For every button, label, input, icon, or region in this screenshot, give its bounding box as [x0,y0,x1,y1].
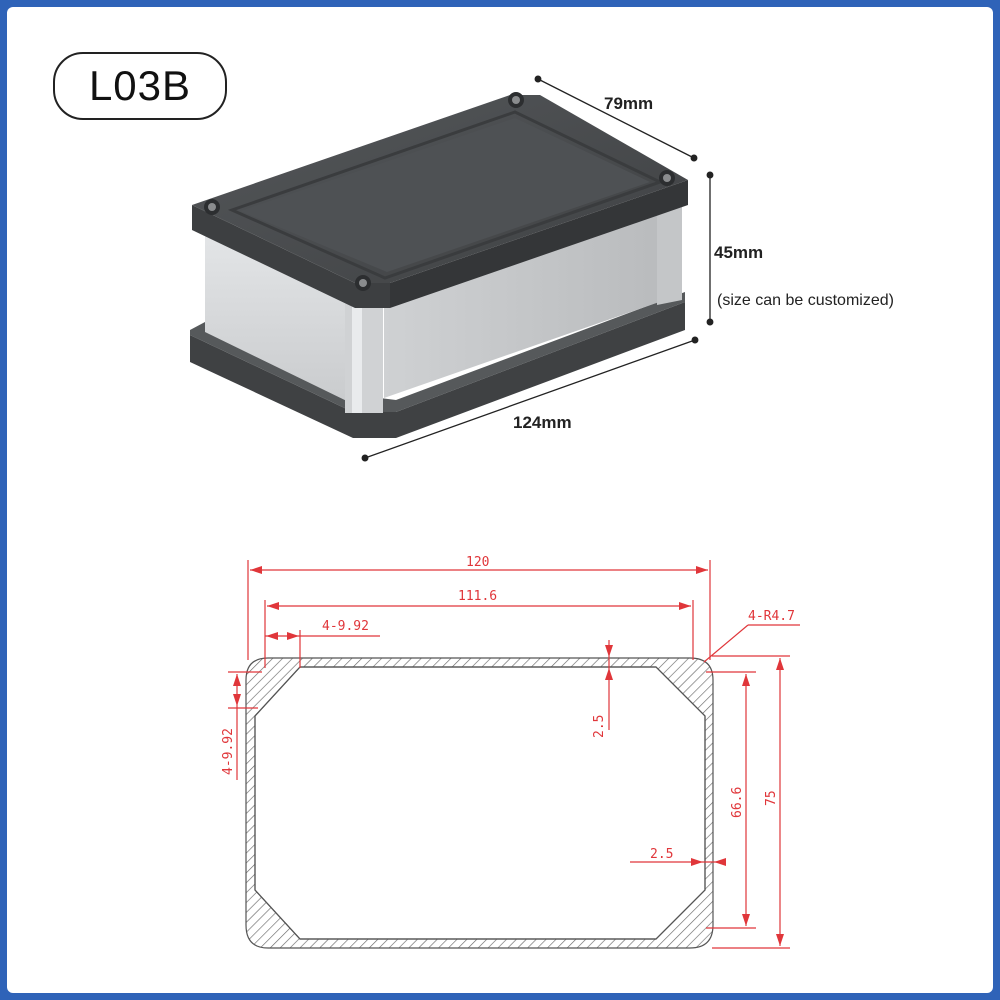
customize-note: (size can be customized) [717,292,894,309]
dimension-lines-2d [228,560,800,949]
enclosure-3d [190,92,688,438]
dimension-labels-2d: 120 111.6 4-9.92 4-R4.7 2.5 4-9.92 2.5 6… [221,555,795,862]
corner-offset-top-label: 4-9.92 [322,619,369,634]
body-front [205,235,355,405]
lid-front [192,205,390,308]
length-label: 124mm [513,413,572,432]
lid-side [390,180,688,308]
wall-thickness-side-label: 2.5 [650,847,673,862]
bottom-frame-front [190,302,685,438]
enclosure-illustration: 79mm 45mm (size can be customized) 124mm [190,75,894,949]
corner-offset-left-label: 4-9.92 [221,728,236,775]
product-panel: L03B [7,7,993,993]
width-label: 79mm [604,94,653,113]
body-side [384,210,665,398]
model-badge: L03B [53,52,227,120]
overall-width-label: 120 [466,555,489,570]
cross-section-profile [245,657,714,949]
screw-icon [204,92,675,291]
overall-height-label: 75 [764,790,779,806]
inner-height-label: 66.6 [730,787,745,818]
height-label: 45mm [714,243,763,262]
wall-thickness-top-label: 2.5 [592,715,607,738]
corner-radius-label: 4-R4.7 [748,609,795,624]
dimension-lines-3d [361,75,714,462]
inner-width-label: 111.6 [458,589,497,604]
